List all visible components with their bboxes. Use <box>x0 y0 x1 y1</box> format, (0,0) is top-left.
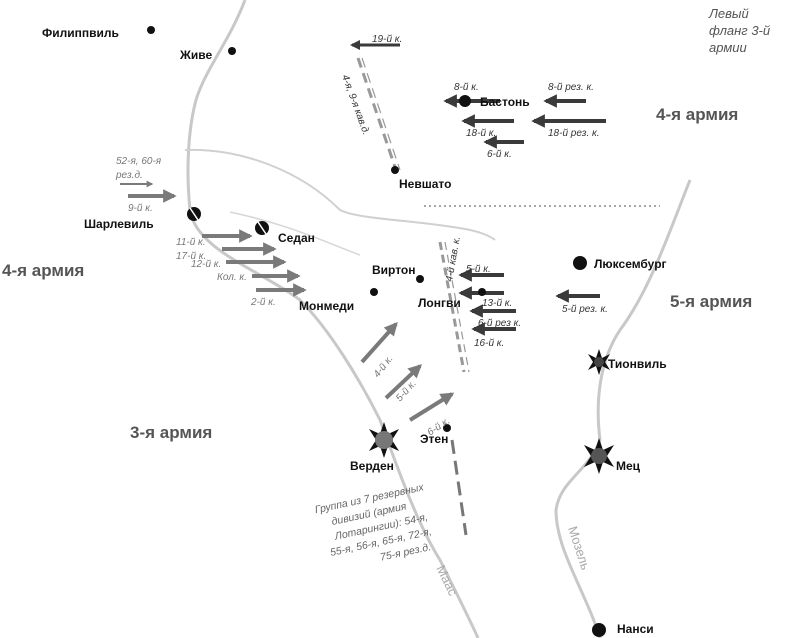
arrow-icon <box>384 364 422 400</box>
river-label-meuse: Маас <box>433 563 461 599</box>
front-line-dashed <box>444 241 470 373</box>
border-line <box>184 148 496 241</box>
fortress-icon <box>187 207 201 221</box>
city-label: Тионвиль <box>608 357 667 371</box>
unit-label: 12-й к. <box>191 259 221 270</box>
city-label: Лонгви <box>418 296 461 310</box>
city-label: Бастонь <box>480 95 530 109</box>
city-dot-icon <box>573 256 587 270</box>
army-label-5: 5-я армия <box>670 292 752 311</box>
front-line-dashed <box>361 57 401 171</box>
unit-label: рез.д. <box>115 170 143 181</box>
unit-label: 11-й к. <box>176 237 206 248</box>
city-dot-icon <box>416 275 424 283</box>
unit-label: 5-й рез. к. <box>562 304 608 315</box>
unit-label: 8-й рез. к. <box>548 82 594 93</box>
unit-label: 4-й к. <box>372 354 396 380</box>
unit-label: 5-й к. <box>466 264 491 275</box>
unit-label: 5-й к. <box>394 378 419 404</box>
unit-label: 4-я, 9-я кав.д. <box>339 73 371 136</box>
city-label: Монмеди <box>299 299 354 313</box>
meuse-river <box>186 0 480 638</box>
city-dot-icon <box>459 95 471 107</box>
fortress-icon <box>584 438 614 474</box>
french-arrows <box>120 180 455 422</box>
army-label-3: 3-я армия <box>130 423 212 442</box>
city-label: Седан <box>278 231 315 245</box>
fortress-icon <box>588 349 610 375</box>
unit-label: 9-й к. <box>128 203 153 214</box>
corner-note-line: армии <box>709 40 747 55</box>
front-line-dashed <box>356 57 398 171</box>
unit-label: 16-й к. <box>474 338 504 349</box>
city-label: Живе <box>179 48 212 62</box>
unit-label: 18-й к. <box>466 128 496 139</box>
city-label: Верден <box>350 459 394 473</box>
city-dot-icon <box>370 288 378 296</box>
city-label: Филиппвиль <box>42 26 119 40</box>
unit-label: 17-й к. <box>176 251 206 262</box>
unit-label: 6-й рез к. <box>478 318 521 329</box>
border-line <box>229 211 361 256</box>
corner-note-line: фланг 3-й <box>709 23 770 38</box>
city-label: Люксембург <box>594 257 667 271</box>
fortress-icon <box>255 221 269 235</box>
unit-label: 18-й рез. к. <box>548 128 600 139</box>
unit-label: 4-й кав. к. <box>444 236 463 283</box>
german-arrows <box>349 39 606 336</box>
front-line-dashed <box>450 439 468 536</box>
city-dot-icon <box>147 26 155 34</box>
army-label-4-east: 4-я армия <box>656 105 738 124</box>
front-line-dashed <box>438 241 466 373</box>
corner-note-line: Левый <box>708 6 749 21</box>
army-label-4-west: 4-я армия <box>2 261 84 280</box>
city-dot-icon <box>228 47 236 55</box>
city-label: Этен <box>420 432 448 446</box>
arrow-icon <box>408 392 455 422</box>
city-dot-icon <box>443 424 451 432</box>
city-dot-icon <box>478 288 486 296</box>
moselle-river <box>554 179 692 638</box>
unit-label: 6-й к. <box>487 149 512 160</box>
city-label: Нанси <box>617 622 654 636</box>
unit-label: 2-й к. <box>250 297 276 308</box>
arrow-icon <box>360 321 398 364</box>
city-label: Мец <box>616 459 641 473</box>
city-label: Невшато <box>399 177 451 191</box>
unit-label: 13-й к. <box>482 298 512 309</box>
city-markers <box>147 26 614 637</box>
corner-note: Левый фланг 3-й армии <box>708 6 774 55</box>
unit-label: 8-й к. <box>454 82 479 93</box>
reserve-group-note: Группа из 7 резервных дивизий (армия Лот… <box>314 481 433 563</box>
unit-label: Кол. к. <box>217 272 247 283</box>
city-label: Виртон <box>372 263 416 277</box>
city-dot-icon <box>592 623 606 637</box>
unit-label: 19-й к. <box>372 34 402 45</box>
fortress-icon <box>369 422 399 458</box>
city-dot-icon <box>391 166 399 174</box>
city-label: Шарлевиль <box>84 217 154 231</box>
unit-label: 52-я, 60-я <box>116 156 162 167</box>
